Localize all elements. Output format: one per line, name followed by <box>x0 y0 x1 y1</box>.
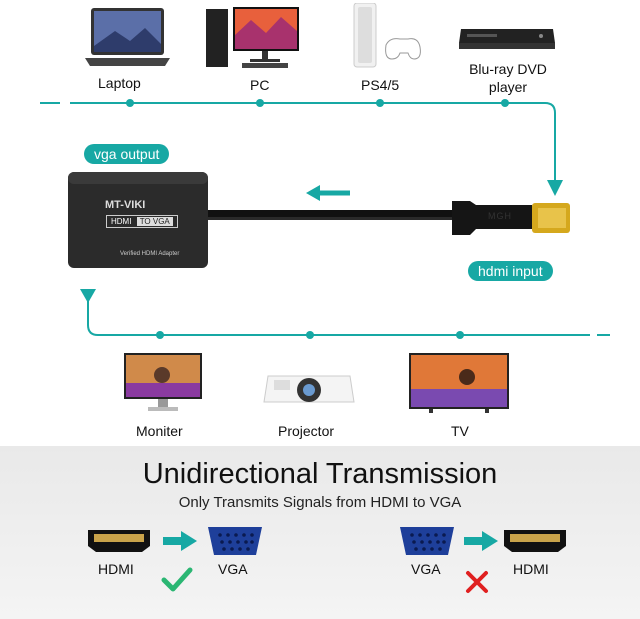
output-label-tv: TV <box>451 423 469 439</box>
hdmi-connector-icon <box>88 530 150 552</box>
info-title: Unidirectional Transmission <box>142 458 498 490</box>
source-label-ps: PS4/5 <box>361 77 400 93</box>
bluray-player-icon <box>459 29 555 49</box>
adapter-model: HDMI <box>111 217 132 226</box>
check-icon <box>161 567 193 592</box>
monitor-icon <box>124 353 202 411</box>
output-label-projector: Projector <box>278 423 335 439</box>
adapter-model-box: HDMI TO VGA <box>106 215 178 228</box>
source-label-pc: PC <box>250 77 270 93</box>
info-subtitle: Only Transmits Signals from HDMI to VGA <box>178 494 462 511</box>
source-label-bluray: Blu-ray DVD player <box>469 61 547 95</box>
laptop-icon <box>85 8 170 66</box>
hdmi-connector-icon-right <box>504 530 566 552</box>
vga-connector-icon <box>208 527 262 555</box>
vga-connector-icon-right <box>400 527 454 555</box>
output-label-monitor: Moniter <box>136 423 183 439</box>
left-from-label: HDMI <box>98 561 134 577</box>
adapter-model-2: TO VGA <box>136 217 173 226</box>
vga-output-tag: vga output <box>84 144 170 164</box>
projector-icon <box>263 375 355 403</box>
adapter-brand: MT-VIKI <box>105 199 146 211</box>
hdmi-input-tag: hdmi input <box>468 261 553 281</box>
right-to-label: HDMI <box>513 561 549 577</box>
arrow-right-icon <box>163 531 197 551</box>
cross-icon <box>466 571 488 593</box>
right-from-label: VGA <box>411 561 441 577</box>
tv-icon <box>409 353 509 413</box>
desktop-pc-icon <box>206 7 299 68</box>
cable-label: MGH <box>488 211 512 221</box>
source-label-laptop: Laptop <box>98 75 141 91</box>
game-console-icon <box>353 3 421 68</box>
adapter-caption: Verified HDMI Adapter <box>120 251 180 257</box>
arrow-right-icon-2 <box>464 531 498 551</box>
left-to-label: VGA <box>218 561 248 577</box>
top-signal-line <box>40 99 610 339</box>
